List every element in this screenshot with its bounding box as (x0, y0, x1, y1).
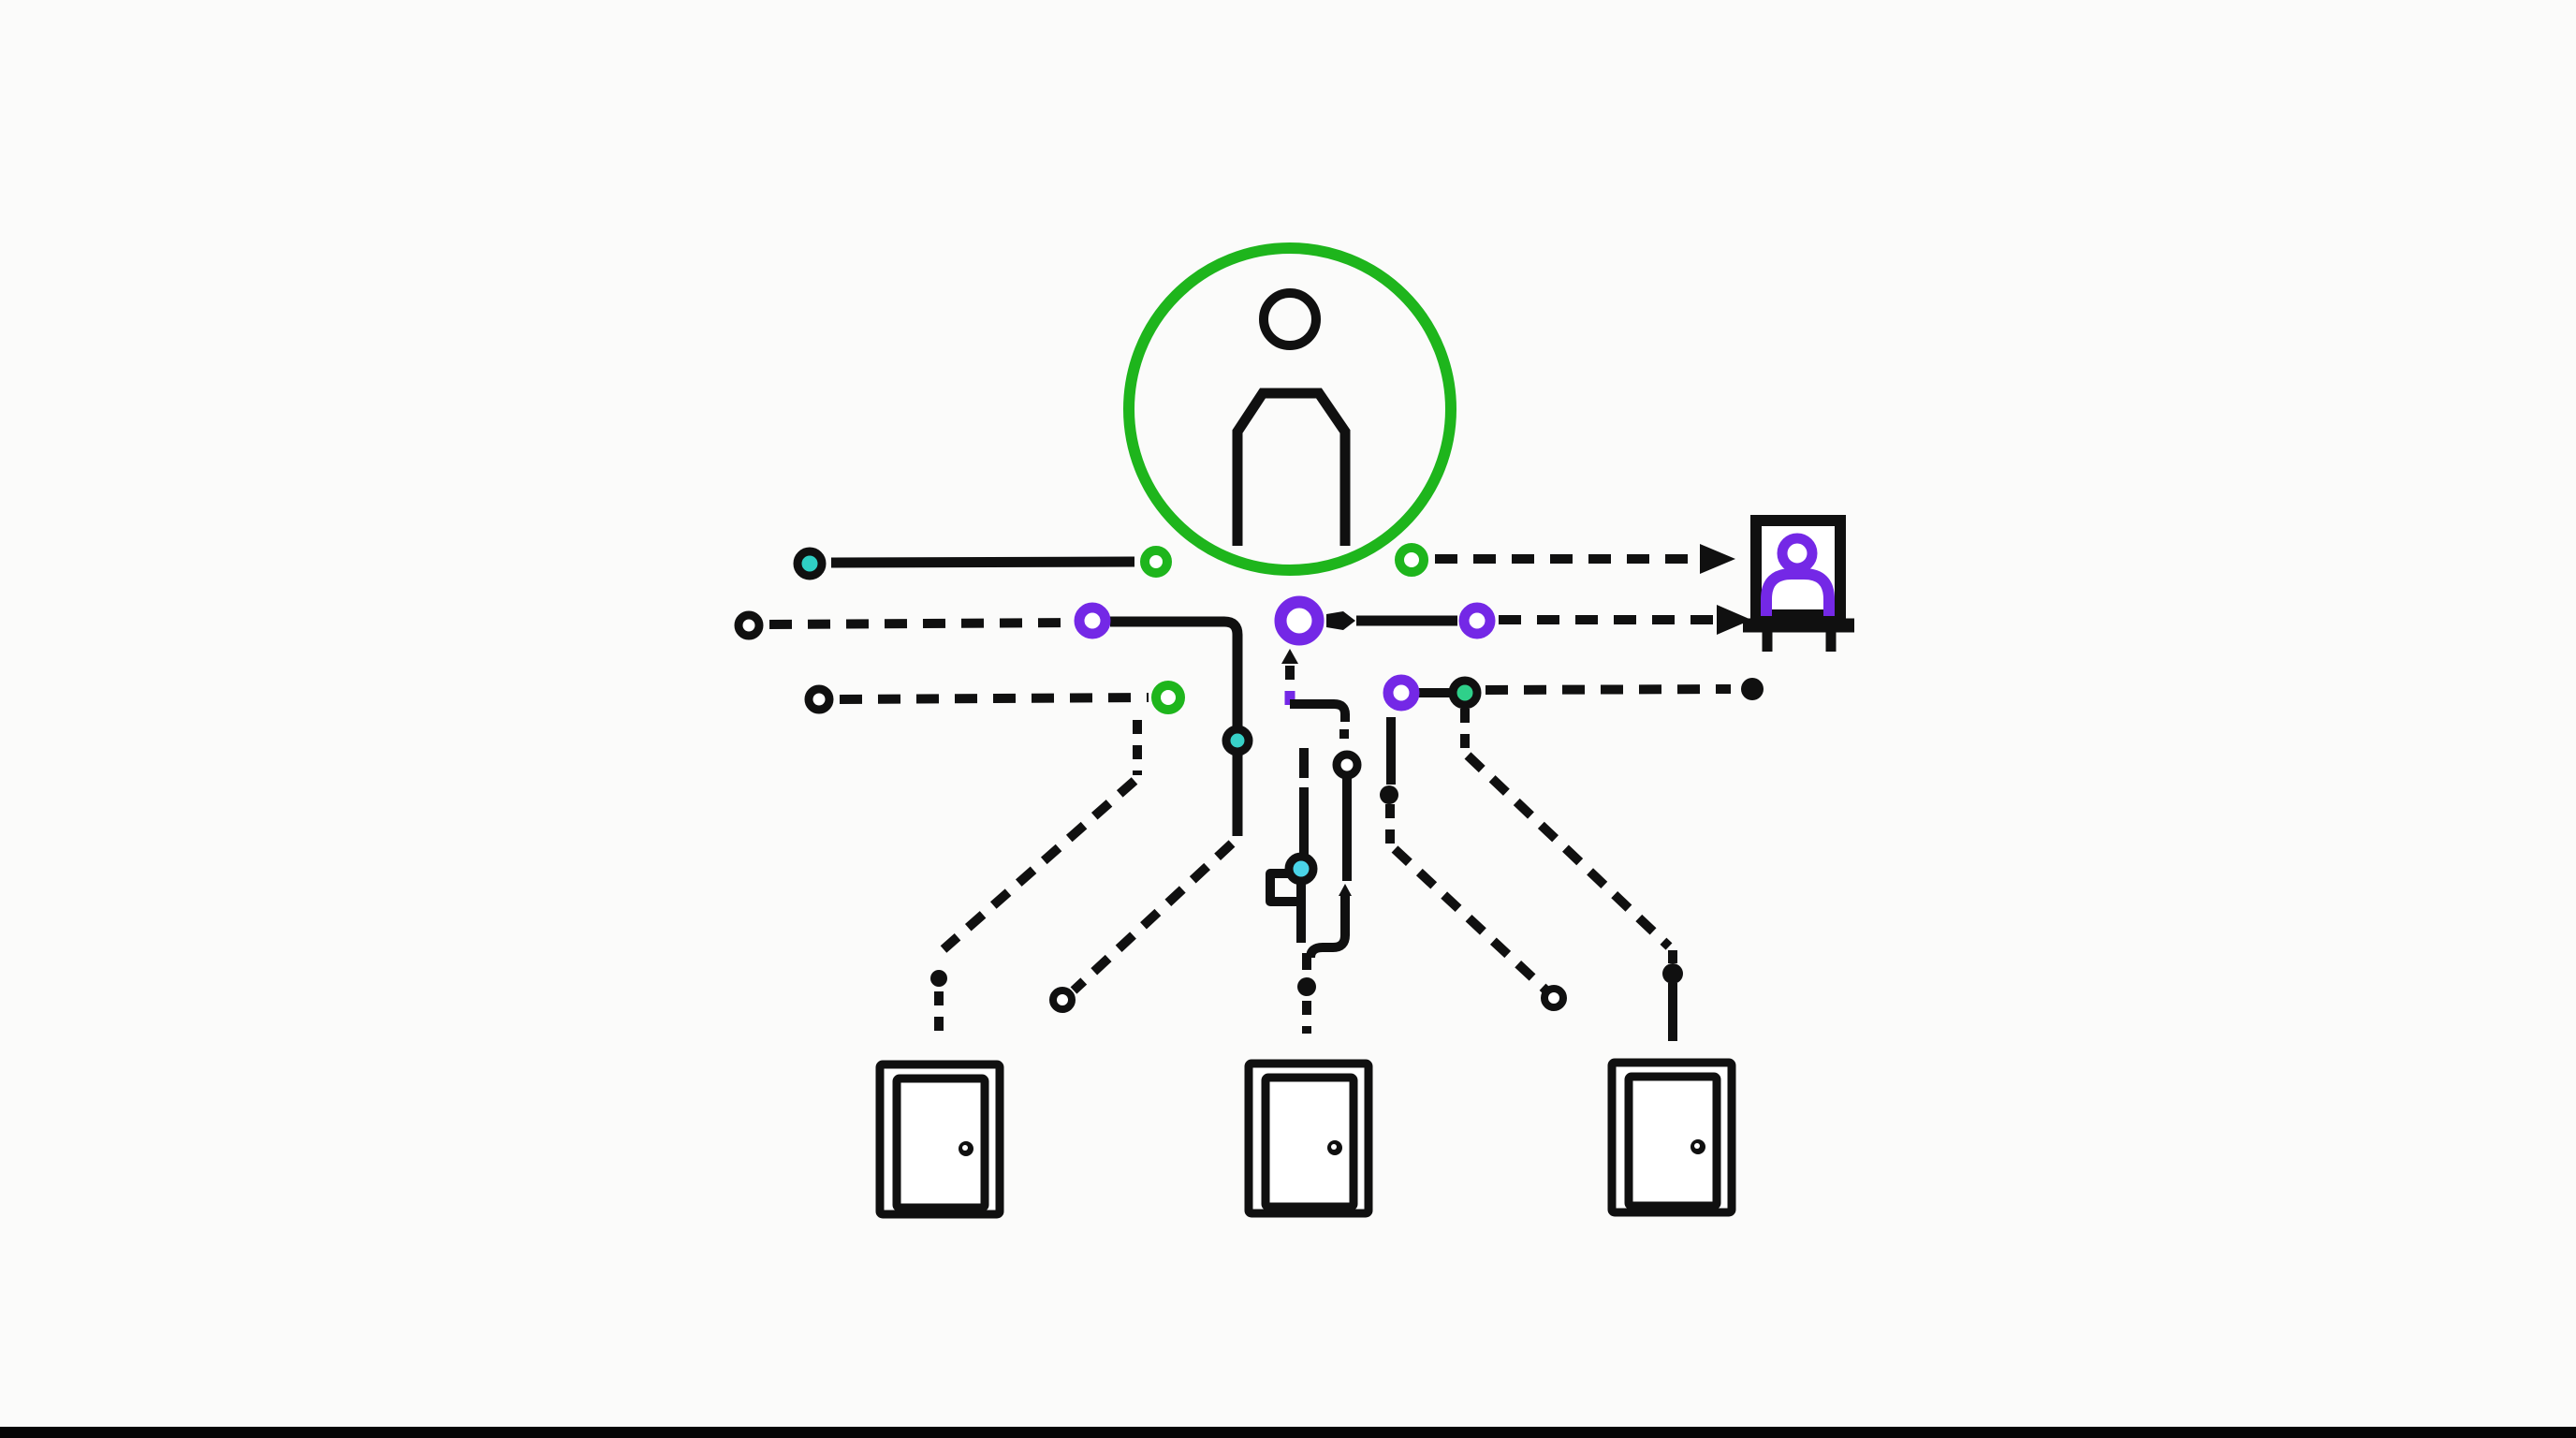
node-purple-row2-right (1458, 602, 1496, 639)
node-green-row3 (1151, 681, 1185, 714)
arrowhead-row1 (1700, 544, 1735, 574)
trace-nodes (734, 543, 1764, 1013)
trace-center-right-merge (1306, 896, 1350, 959)
trace-row3-left-dashed (839, 693, 1149, 704)
node-ring-center (1332, 750, 1362, 780)
trace-lines (768, 554, 1732, 1041)
arrowhead-up-hub (1281, 649, 1298, 664)
door-right-icon (1607, 1058, 1736, 1217)
trace-row2-diagonal-dashed (1070, 840, 1236, 994)
dot-door1 (930, 970, 947, 987)
node-mint-row3-right (1448, 676, 1482, 710)
person-at-desk-icon (1743, 515, 1854, 652)
person-head (1259, 288, 1321, 350)
trace-row3-right-dashed (1485, 684, 1732, 695)
trace-center-corner (1290, 699, 1350, 722)
trace-row2-trunk (1110, 616, 1243, 732)
bottom-edge-bar (0, 1427, 2576, 1438)
dot-door3 (1662, 963, 1683, 984)
trace-chainA-diagonal-dashed (1391, 845, 1549, 993)
dot-chainA (1380, 785, 1398, 804)
node-purple-hub (1274, 595, 1325, 646)
door-right-knob-highlight (1694, 1143, 1700, 1149)
door-left-panel (892, 1074, 989, 1212)
door-right-panel (1624, 1072, 1721, 1211)
door-middle-knob-highlight (1331, 1144, 1337, 1150)
node-ring-end-left (1049, 987, 1076, 1013)
node-purple-row2-left (1074, 602, 1111, 639)
door-left-icon (875, 1060, 1004, 1219)
node-cyan-center (1284, 852, 1318, 886)
diamond-dot-hub (1326, 611, 1355, 630)
dot-row3-end (1741, 678, 1764, 700)
arrowhead-up-center (1339, 884, 1352, 896)
person-in-circle-icon (1123, 242, 1456, 576)
node-teal-trunk (1222, 725, 1253, 756)
arrowhead-row2 (1717, 605, 1751, 635)
trace-row1-left-solid (830, 556, 1135, 568)
door-middle-icon (1244, 1059, 1373, 1218)
node-green-row1 (1140, 546, 1172, 578)
node-green-right (1395, 543, 1428, 577)
frame-person-torso (1761, 568, 1835, 616)
trace-row2-left-dashed (768, 618, 1073, 629)
green-circle-ring (1123, 242, 1456, 576)
trace-door1-diagonal-dashed (940, 777, 1138, 953)
dot-door2 (1297, 977, 1316, 996)
node-ring-end-right (1541, 985, 1567, 1011)
trace-chainB-diagonal-dashed (1464, 752, 1673, 950)
door-middle-panel (1261, 1073, 1358, 1211)
node-teal-row1-left (793, 547, 827, 580)
node-purple-row3-right (1383, 674, 1420, 712)
person-body (1232, 388, 1351, 546)
arrowheads (1281, 544, 1751, 896)
door-left-knob-highlight (962, 1145, 968, 1151)
node-ring-row3-left (804, 684, 834, 714)
node-ring-row2-left (734, 610, 764, 640)
